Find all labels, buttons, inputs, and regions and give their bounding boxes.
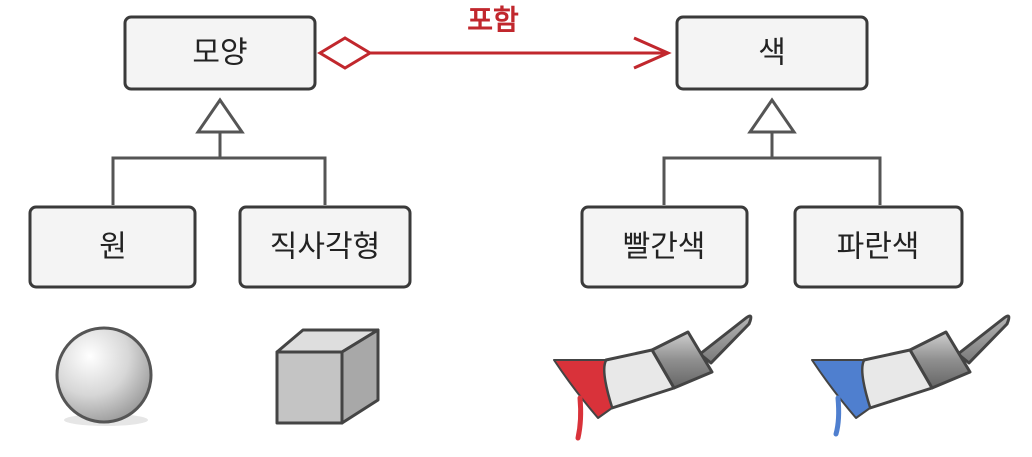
color-box: 색	[675, 15, 869, 91]
sphere-icon	[55, 326, 153, 426]
red-box: 빨간색	[580, 205, 749, 289]
blue-label: 파란색	[837, 230, 920, 265]
shape-label: 모양	[192, 36, 247, 71]
relation-label: 포함	[467, 4, 519, 37]
rectangle-label: 직사각형	[270, 230, 380, 265]
shape-box: 모양	[123, 15, 317, 91]
composition-diamond-icon	[317, 36, 373, 70]
inheritance-triangle-icon	[195, 97, 245, 134]
blue-paintbrush-icon	[811, 314, 1011, 437]
red-label: 빨간색	[623, 230, 706, 265]
blue-box: 파란색	[793, 205, 964, 289]
circle-box: 원	[28, 205, 197, 289]
circle-label: 원	[99, 230, 127, 265]
cube-icon	[275, 328, 380, 425]
color-inheritance	[662, 97, 882, 205]
arrowhead-icon	[633, 36, 672, 70]
composition-relation: 포함	[317, 4, 672, 70]
inheritance-triangle-icon	[747, 97, 797, 134]
shape-inheritance	[111, 97, 327, 205]
rectangle-box: 직사각형	[238, 205, 412, 289]
red-paintbrush-icon	[553, 314, 753, 441]
color-label: 색	[758, 36, 786, 71]
